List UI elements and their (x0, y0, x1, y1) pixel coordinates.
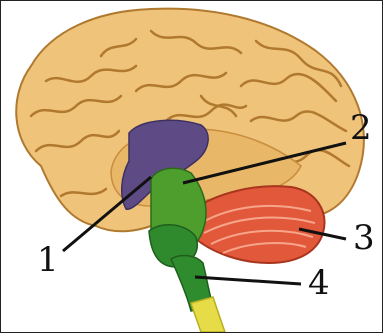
spinal-cord (191, 297, 225, 332)
label-3: 3 (353, 218, 375, 258)
label-2: 2 (350, 108, 372, 148)
label-4: 4 (308, 263, 330, 303)
callout-line-4 (195, 277, 301, 284)
label-1: 1 (37, 240, 59, 280)
